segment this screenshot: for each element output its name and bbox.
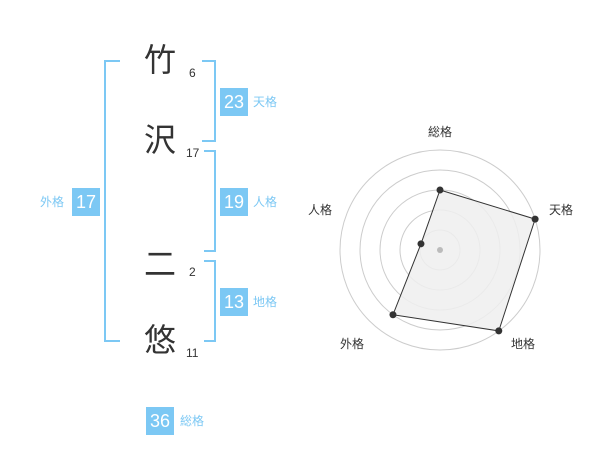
- radar-point-1: [531, 215, 539, 223]
- radar-axis-label-soukaku: 総格: [428, 125, 453, 139]
- chikaku-value: 13: [220, 288, 248, 316]
- tenkaku-label: 天格: [253, 95, 278, 109]
- tenkaku-bracket: [202, 60, 216, 142]
- radar-point-2: [495, 327, 503, 335]
- radar-axis-label-chikaku: 地格: [511, 337, 536, 351]
- stroke-count-3: 2: [189, 265, 196, 279]
- name-char-3: 二: [143, 245, 176, 283]
- gaikaku-bracket: [104, 60, 120, 342]
- radar-axis-label-jinkaku: 人格: [308, 203, 333, 217]
- gaikaku-value: 17: [72, 188, 100, 216]
- jinkaku-value: 19: [220, 188, 248, 216]
- stroke-count-4: 11: [186, 346, 199, 360]
- tenkaku-value: 23: [220, 88, 248, 116]
- soukaku-value: 36: [146, 407, 174, 435]
- chikaku-bracket: [204, 260, 216, 342]
- chikaku-label: 地格: [253, 295, 278, 309]
- jinkaku-bracket: [204, 150, 216, 252]
- name-char-1: 竹: [143, 41, 176, 79]
- radar-axis-label-gaikaku: 外格: [340, 337, 365, 351]
- stroke-count-2: 17: [186, 146, 200, 160]
- soukaku-label: 総格: [180, 414, 205, 428]
- radar-axis-label-tenkaku: 天格: [549, 203, 574, 217]
- radar-point-0: [436, 186, 444, 194]
- name-char-4: 悠: [143, 321, 176, 359]
- radar-point-4: [417, 240, 425, 248]
- name-char-2: 沢: [143, 121, 176, 159]
- gaikaku-label: 外格: [40, 195, 65, 209]
- radar-center-dot: [437, 247, 443, 253]
- radar-point-3: [389, 311, 397, 319]
- radar-grid-ring: [339, 149, 541, 351]
- radar-series-polygon: [392, 189, 536, 332]
- jinkaku-label: 人格: [253, 195, 278, 209]
- stroke-count-1: 6: [189, 66, 196, 80]
